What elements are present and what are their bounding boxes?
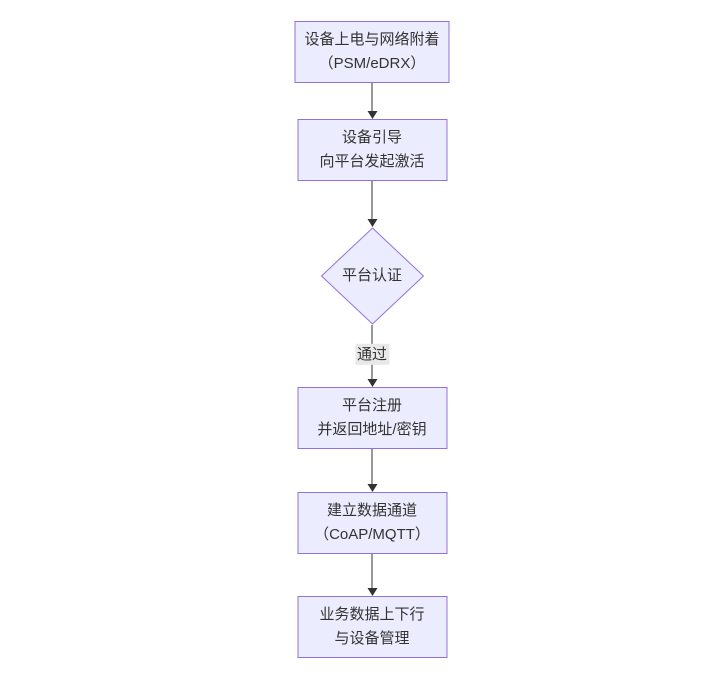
flow-column: 设备上电与网络附着 （PSM/eDRX） 设备引导 向平台发起激活 平台认证 通… [294,21,450,658]
node-text-line: 建立数据通道 [326,502,417,519]
node-business-data: 业务数据上下行 与设备管理 [296,596,447,658]
decision-label: 平台认证 [341,267,402,284]
flow-arrow-3: 通过 [327,325,417,387]
arrowhead-icon [366,111,377,119]
node-text-line: （PSM/eDRX） [318,55,426,72]
node-text-line: 与设备管理 [334,630,410,647]
node-text-line: 向平台发起激活 [319,153,425,170]
node-register: 平台注册 并返回地址/密钥 [296,387,447,449]
arrow-shaft [371,554,373,589]
arrow-shaft [371,83,373,112]
arrowhead-icon [366,588,377,596]
arrowhead-icon [366,484,377,492]
node-text-line: 业务数据上下行 [319,606,425,623]
flow-arrow-4 [327,449,417,492]
flow-arrow-2 [327,181,417,227]
decision-platform-auth: 平台认证 [320,227,424,325]
node-text-line: 平台注册 [341,397,402,414]
node-data-channel: 建立数据通道 （CoAP/MQTT） [296,492,447,554]
flow-arrow-5 [327,554,417,596]
edge-label-pass: 通过 [354,343,389,365]
arrow-shaft [371,181,373,220]
node-bootstrap: 设备引导 向平台发起激活 [296,119,447,181]
node-text-line: 设备上电与网络附着 [304,31,440,48]
flow-arrow-1 [327,83,417,119]
node-power-attach: 设备上电与网络附着 （PSM/eDRX） [294,21,450,83]
arrowhead-icon [366,379,377,387]
diamond-shape-icon [320,227,424,325]
node-text-line: 并返回地址/密钥 [317,421,427,438]
arrow-shaft [371,449,373,485]
node-text-line: 设备引导 [341,129,402,146]
arrowhead-icon [366,219,377,227]
node-text-line: （CoAP/MQTT） [314,526,430,543]
